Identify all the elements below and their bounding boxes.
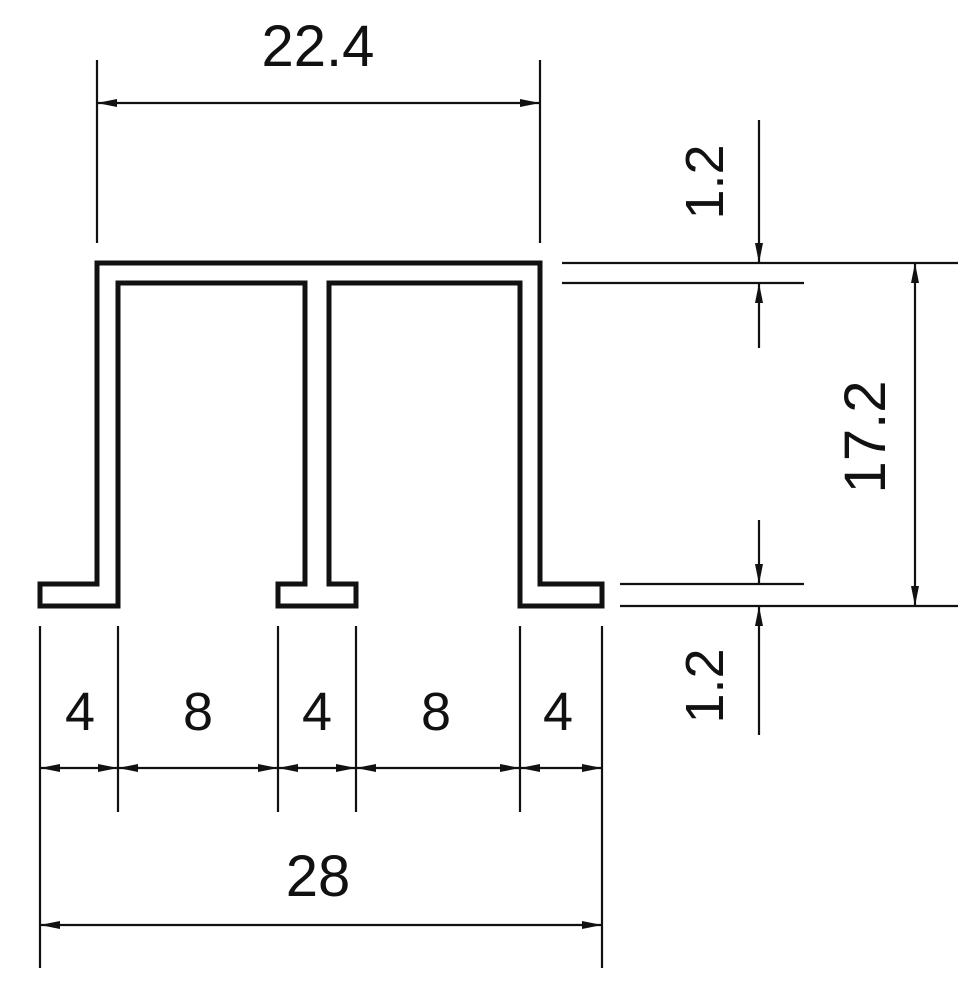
segment-dimension-chain: 4 8 4 8 4 [40, 682, 602, 772]
overall-width-dimension: 28 [40, 844, 602, 929]
segment-label: 8 [183, 682, 213, 742]
segment-label: 4 [302, 682, 332, 742]
overall-width-label: 28 [286, 844, 351, 909]
height-dimension: 17.2 [562, 261, 958, 608]
height-label: 17.2 [833, 381, 898, 494]
segment-label: 4 [65, 682, 95, 742]
top-thickness-label: 1.2 [675, 144, 735, 219]
top-thickness-dimension: 1.2 [562, 120, 804, 348]
bottom-thickness-label: 1.2 [675, 648, 735, 723]
segment-extension-lines [38, 626, 604, 968]
segment-label: 8 [421, 682, 451, 742]
top-width-label: 22.4 [262, 14, 375, 79]
top-width-dimension: 22.4 [95, 14, 542, 243]
bottom-thickness-dimension: 1.2 [620, 520, 804, 735]
profile-outline [37, 260, 605, 609]
segment-label: 4 [543, 682, 573, 742]
